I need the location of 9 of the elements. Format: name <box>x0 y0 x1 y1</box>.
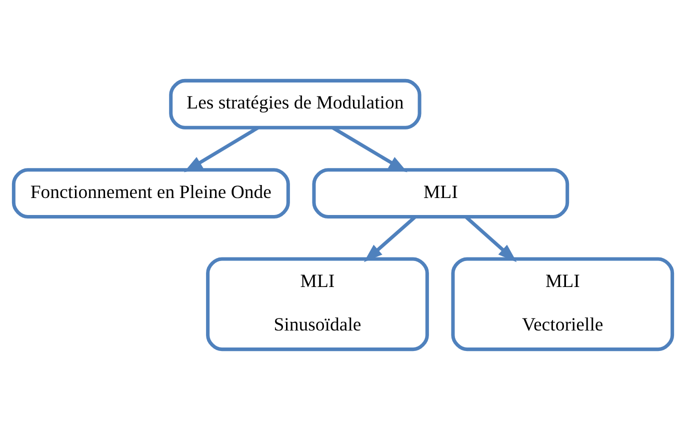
node-box: MLI <box>312 168 570 219</box>
arrow <box>184 126 259 172</box>
node-box: MLI Sinusoïdale <box>206 257 429 352</box>
node-box: Les stratégies de Modulation <box>169 78 422 130</box>
node-box: MLI Vectorielle <box>451 257 674 352</box>
node-box: Fonctionnement en Pleine Onde <box>12 168 290 219</box>
arrow <box>332 126 408 172</box>
arrow <box>364 216 416 262</box>
arrow <box>464 216 517 262</box>
